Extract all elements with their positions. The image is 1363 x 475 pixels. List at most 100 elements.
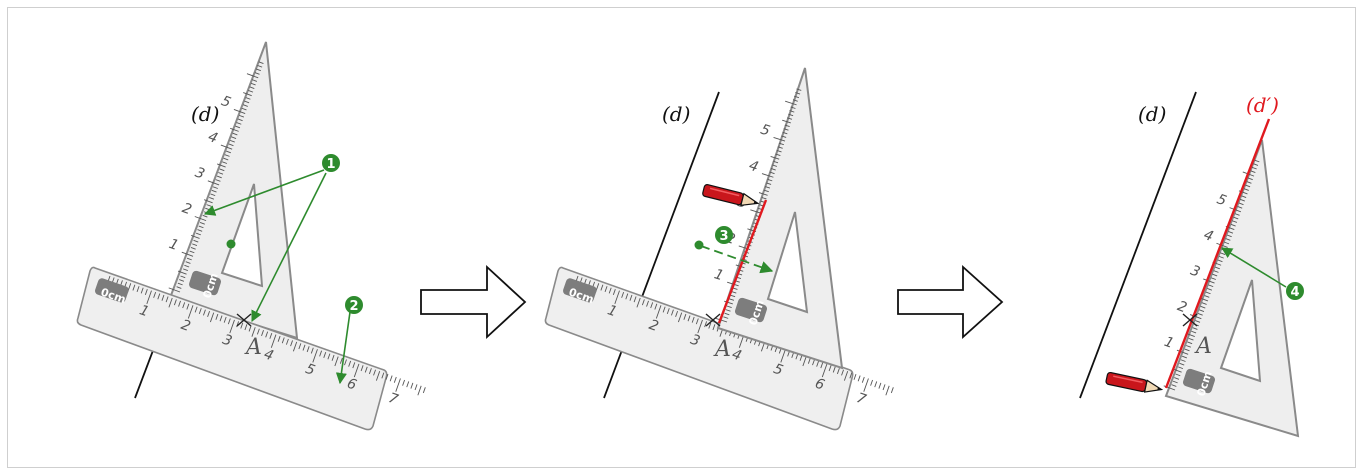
square-tick (1195, 320, 1201, 323)
ruler-tick (704, 321, 708, 328)
ruler-tick (270, 334, 277, 348)
ruler-tick (662, 306, 666, 313)
square-tick (792, 99, 798, 102)
ruler-tick (841, 369, 844, 376)
ruler-tick (863, 378, 869, 392)
point-a-label: A (1194, 334, 1212, 359)
ruler-number: 7 (854, 390, 868, 408)
square-tick (1172, 380, 1178, 384)
square-tick (789, 110, 795, 113)
square-tick (730, 294, 736, 298)
square-tick (1234, 213, 1240, 216)
ruler-zero-mark (563, 278, 597, 303)
square-number: 3 (1188, 263, 1202, 281)
ruler-tick (203, 309, 206, 316)
ruler-tick (269, 332, 273, 339)
square-tick (1237, 206, 1243, 209)
square-tick (203, 199, 213, 204)
square-tick (176, 286, 182, 289)
ruler-tick (780, 349, 786, 363)
square-tick (1192, 327, 1198, 330)
square-tick (1253, 163, 1259, 166)
step-4-number: 4 (1290, 285, 1299, 300)
square-tick (190, 234, 200, 239)
step-1-number: 1 (326, 157, 335, 172)
ruler-tick (414, 384, 418, 391)
square-tick (179, 279, 185, 282)
ruler-tick (654, 303, 658, 310)
square-tick (782, 131, 788, 135)
square-tick (1180, 359, 1186, 362)
ruler-tick (697, 319, 703, 334)
square-tick (1174, 377, 1180, 380)
square-tick (243, 92, 252, 97)
ruler-tick (360, 365, 364, 372)
square-tick (1189, 314, 1202, 320)
square-tick (246, 73, 259, 79)
square-tick (1178, 366, 1184, 370)
ruler-tick (890, 387, 894, 394)
square-tick (788, 113, 794, 117)
ruler-tick (144, 289, 148, 295)
square-tick (1247, 177, 1253, 181)
square-tick (1225, 238, 1231, 241)
step-3-dot (694, 240, 704, 250)
square-tick (724, 312, 730, 316)
ruler-tick (302, 344, 306, 351)
square-tick (761, 197, 767, 200)
square-tick (763, 189, 769, 193)
square-tick (796, 88, 802, 91)
square-tick (795, 92, 801, 95)
ruler-tick (608, 287, 612, 294)
square-tick (1201, 302, 1207, 305)
ruler-tick (666, 308, 670, 315)
square-tick (729, 298, 735, 301)
step-1-arrow-b (251, 172, 327, 323)
square-tick (1171, 384, 1177, 387)
ruler-tick (677, 312, 683, 323)
square-tick (1172, 368, 1182, 373)
square-tick (231, 136, 237, 139)
ruler-number: 7 (386, 390, 400, 408)
ruler-tick (612, 289, 616, 295)
ruler-tick (687, 315, 691, 322)
square-tick (217, 163, 226, 168)
ruler-tick (832, 366, 836, 373)
square-tick (254, 72, 260, 75)
ruler-tick (836, 368, 840, 375)
square-tick (782, 119, 791, 124)
square-tick (1182, 355, 1188, 359)
square-tick (1197, 312, 1203, 316)
square-tick (198, 225, 204, 229)
square-tick (1213, 270, 1219, 273)
square-tick (787, 117, 793, 120)
ruler-tick (136, 286, 140, 293)
ruler-tick (161, 294, 165, 301)
ruler-tick (853, 373, 857, 380)
set-square-body (716, 67, 844, 370)
ruler-tick (306, 346, 310, 353)
square-tick (177, 270, 187, 275)
ruler-tick (385, 373, 389, 380)
square-tick (794, 95, 800, 99)
step-4-arrow (1221, 247, 1287, 288)
ruler-tick (182, 302, 186, 309)
transition-arrow-1 (420, 264, 527, 340)
square-tick (180, 275, 186, 279)
square-tick (1239, 198, 1245, 202)
square-tick (1175, 373, 1181, 377)
step-1-dot (226, 239, 236, 249)
square-tick (237, 118, 243, 122)
ruler-tick (820, 362, 824, 369)
square-tick (230, 127, 239, 132)
step-4-badge (1286, 282, 1304, 300)
square-tick (1238, 202, 1244, 206)
ruler-tick (353, 363, 360, 378)
square-tick (189, 250, 195, 254)
square-tick (1205, 291, 1211, 295)
square-number: 5 (759, 122, 772, 140)
square-tick (184, 264, 190, 268)
